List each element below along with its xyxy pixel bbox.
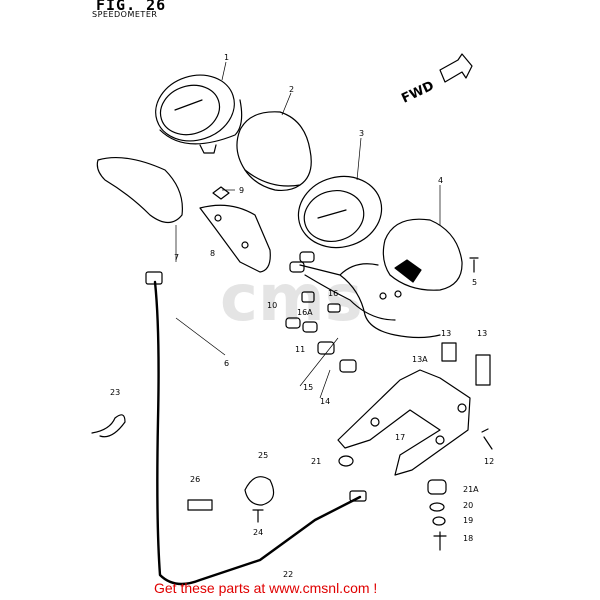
callout-21A: 21A <box>463 485 479 494</box>
callout-20: 20 <box>463 501 473 510</box>
callout-24: 24 <box>253 528 263 537</box>
callout-13A: 13A <box>412 355 428 364</box>
part-2-case <box>236 111 312 192</box>
part-13-clip <box>441 342 457 362</box>
callout-14: 14 <box>320 397 330 406</box>
cable-end-bottom <box>349 490 367 502</box>
fwd-label: FWD <box>399 79 436 107</box>
callout-15: 15 <box>303 383 313 392</box>
callout-5: 5 <box>472 278 477 287</box>
callout-13b: 13 <box>477 329 487 338</box>
cable-end-top <box>145 271 163 285</box>
callout-9: 9 <box>239 186 244 195</box>
part-21-nut <box>338 455 354 467</box>
callout-19: 19 <box>463 516 473 525</box>
wiring-harness <box>285 251 441 373</box>
callout-7: 7 <box>174 253 179 262</box>
grommet-stack <box>427 479 447 551</box>
part-22-cable <box>153 280 362 586</box>
callout-22: 22 <box>283 570 293 579</box>
part-5-bolt <box>469 257 479 273</box>
callout-11: 11 <box>295 345 305 354</box>
part-17-plate <box>337 369 471 476</box>
callout-2: 2 <box>289 85 294 94</box>
part-4-case <box>382 218 463 291</box>
callout-17: 17 <box>395 433 405 442</box>
part-9 <box>212 186 230 200</box>
callout-23: 23 <box>110 388 120 397</box>
callout-18: 18 <box>463 534 473 543</box>
part-8-bracket <box>199 204 271 273</box>
part-12-bolt <box>481 428 493 450</box>
figure-subtitle: SPEEDOMETER <box>92 10 158 19</box>
callout-16A: 16A <box>297 308 313 317</box>
part-25-clamp <box>244 476 275 506</box>
callout-16: 16 <box>328 289 338 298</box>
callout-21: 21 <box>311 457 321 466</box>
callout-13a: 13 <box>441 329 451 338</box>
callout-6: 6 <box>224 359 229 368</box>
part-26-clamp <box>187 499 213 511</box>
part-7-cover <box>96 156 183 224</box>
callout-3: 3 <box>359 129 364 138</box>
part-1-speedometer <box>155 74 243 154</box>
part-13-clip-2 <box>475 354 491 386</box>
footer-link-text[interactable]: Get these parts at www.cmsnl.com ! <box>154 580 378 596</box>
callout-8: 8 <box>210 249 215 258</box>
figure-title: FIG. 26 <box>96 0 167 14</box>
callout-10: 10 <box>267 301 277 310</box>
part-3-tachometer <box>297 175 383 249</box>
callout-25: 25 <box>258 451 268 460</box>
callout-12: 12 <box>484 457 494 466</box>
fwd-arrow-icon <box>439 53 473 83</box>
part-24-screw <box>252 509 264 523</box>
callout-4: 4 <box>438 176 443 185</box>
callout-26: 26 <box>190 475 200 484</box>
callout-1: 1 <box>224 53 229 62</box>
part-23-clamp <box>91 414 126 438</box>
